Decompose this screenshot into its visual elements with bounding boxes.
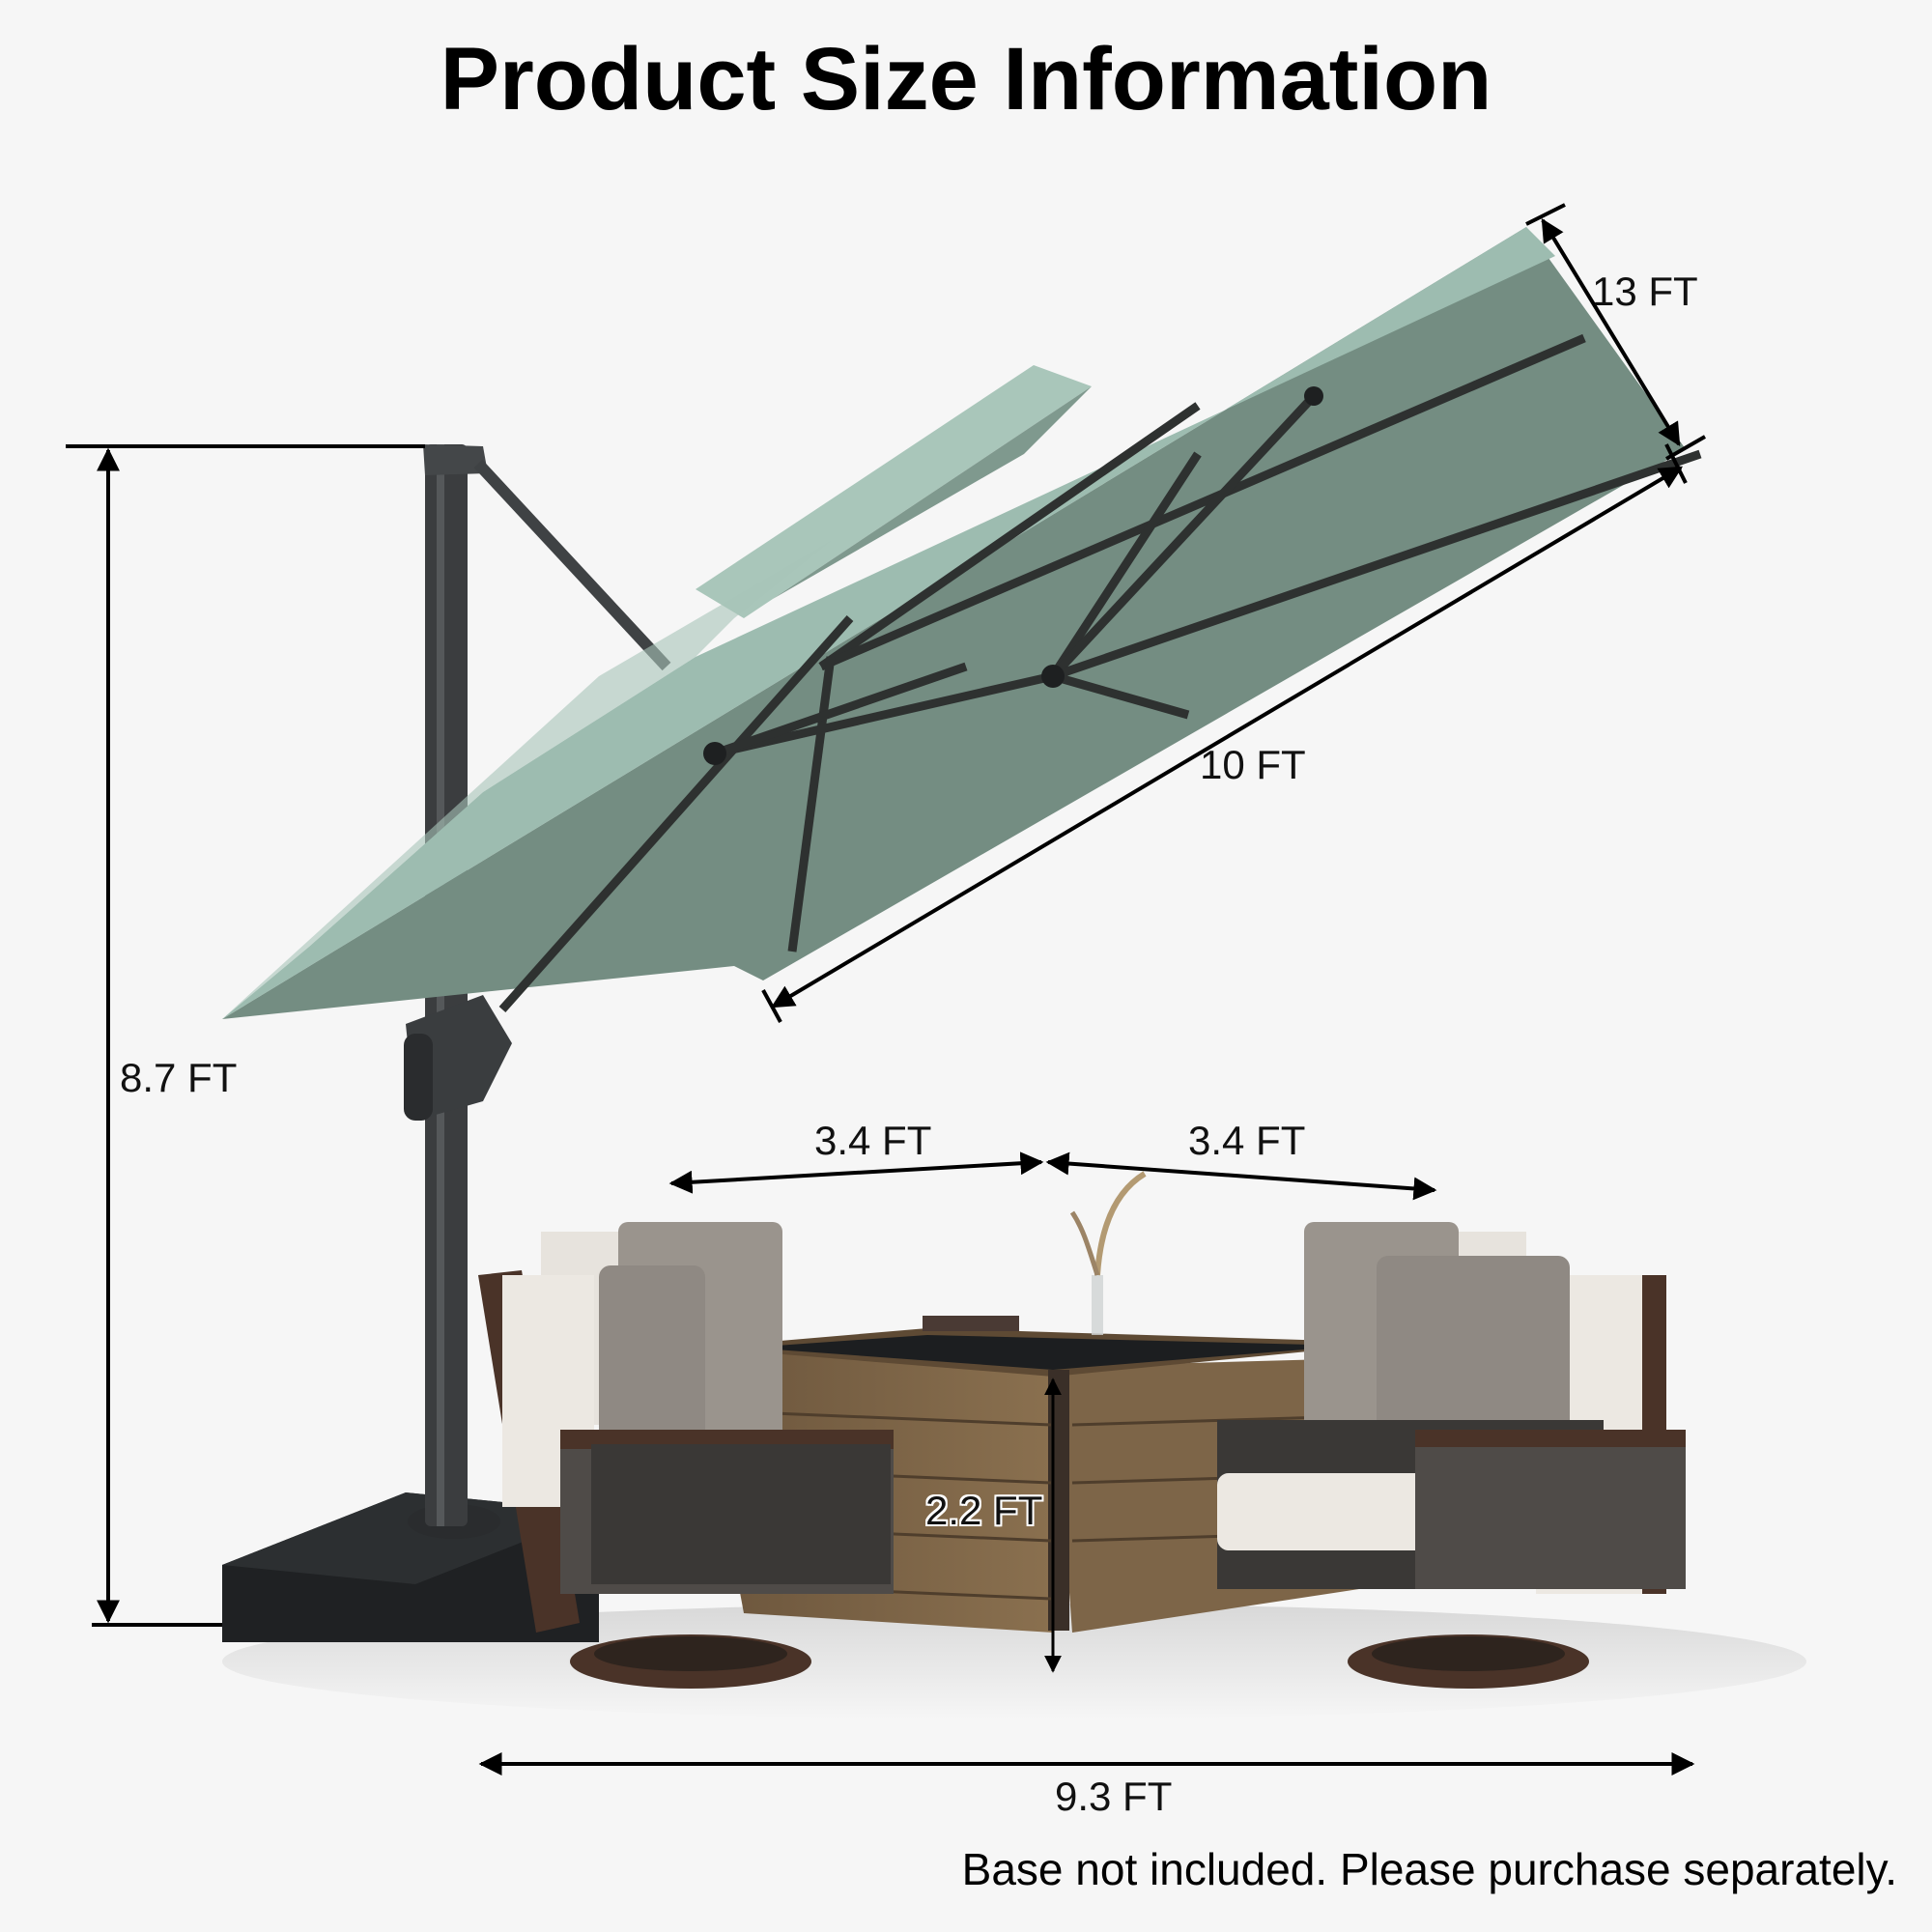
chair-right: [1217, 1222, 1686, 1689]
umbrella-base: [222, 1492, 599, 1642]
chair-left: [478, 1222, 894, 1689]
dimension-umbrella-height: 8.7 FT: [120, 1055, 238, 1100]
dimension-set-width: 9.3 FT: [1055, 1774, 1173, 1819]
dimension-seat-span-right: 3.4 FT: [1188, 1118, 1306, 1163]
dimension-lines: [66, 203, 1706, 1776]
page-title: Product Size Information: [440, 30, 1492, 128]
base-not-included-note: Base not included. Please purchase separ…: [961, 1844, 1897, 1894]
dimension-canopy-width: 13 FT: [1592, 269, 1698, 314]
dimension-canopy-length: 10 FT: [1200, 742, 1306, 787]
floor-shadow: [222, 1604, 1806, 1719]
dimension-seat-span-left: 3.4 FT: [814, 1118, 932, 1163]
dimension-table-height: 2.2 FT: [925, 1488, 1043, 1533]
